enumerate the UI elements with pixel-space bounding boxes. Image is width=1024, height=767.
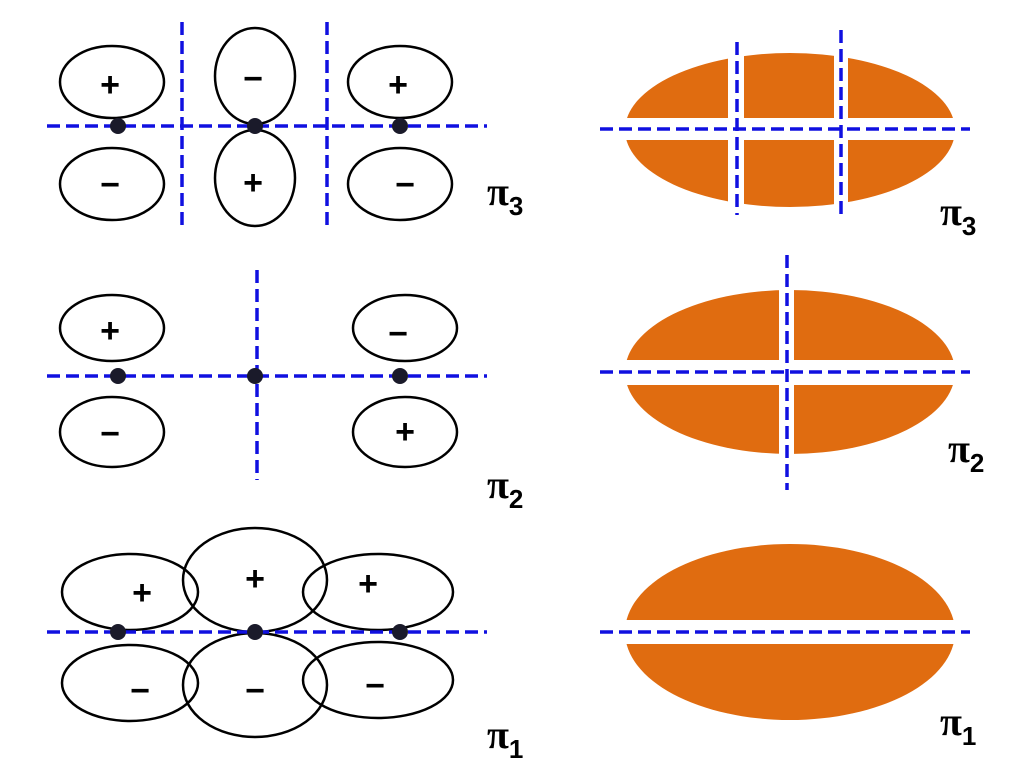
phase-sign: − [388,315,408,353]
phase-sign: + [100,66,120,104]
phase-sign: − [100,415,120,453]
phase-sign: + [245,560,265,598]
pi2-lobes-diagram: + − − + π2 [47,270,523,514]
pi3-label: π3 [487,169,523,221]
phase-sign: − [395,166,415,204]
atom [110,118,126,134]
phase-sign: + [388,66,408,104]
phase-sign: + [358,565,378,603]
phase-sign: − [365,667,385,705]
atom [247,368,263,384]
phase-sign: + [100,312,120,350]
phase-sign: − [130,672,150,710]
atom [392,624,408,640]
pi1-label: π1 [940,699,976,751]
phase-sign: + [132,574,152,612]
pi1-label: π1 [487,712,523,764]
lobe [58,146,166,222]
pi3-orbital-shape: π3 [600,30,976,241]
phase-sign: − [245,672,265,710]
lobe [58,293,166,363]
phase-sign: − [243,60,263,98]
pi1-lobes-diagram: + + + − − − π1 [47,526,523,764]
pi3-label: π3 [940,189,976,241]
atom [392,368,408,384]
lobe [60,643,200,723]
lobe [58,44,166,120]
phase-sign: + [395,413,415,451]
phase-sign: + [243,164,263,202]
phase-sign: − [100,166,120,204]
pi2-orbital-shape: π2 [600,255,984,490]
atom [247,624,263,640]
pi3-lobes-diagram: + − + − + − π3 [47,22,523,230]
lobe [301,640,455,720]
pi1-orbital-shape: π1 [600,544,976,751]
atom [110,624,126,640]
lobe [301,552,455,632]
lobe [351,395,459,469]
lobe [58,395,166,469]
pi2-label: π2 [487,462,523,514]
lobe [60,552,200,632]
atom [392,118,408,134]
atom [110,368,126,384]
atom [247,118,263,134]
lobe [346,146,454,222]
lobe [351,293,459,363]
pi2-label: π2 [948,426,984,478]
